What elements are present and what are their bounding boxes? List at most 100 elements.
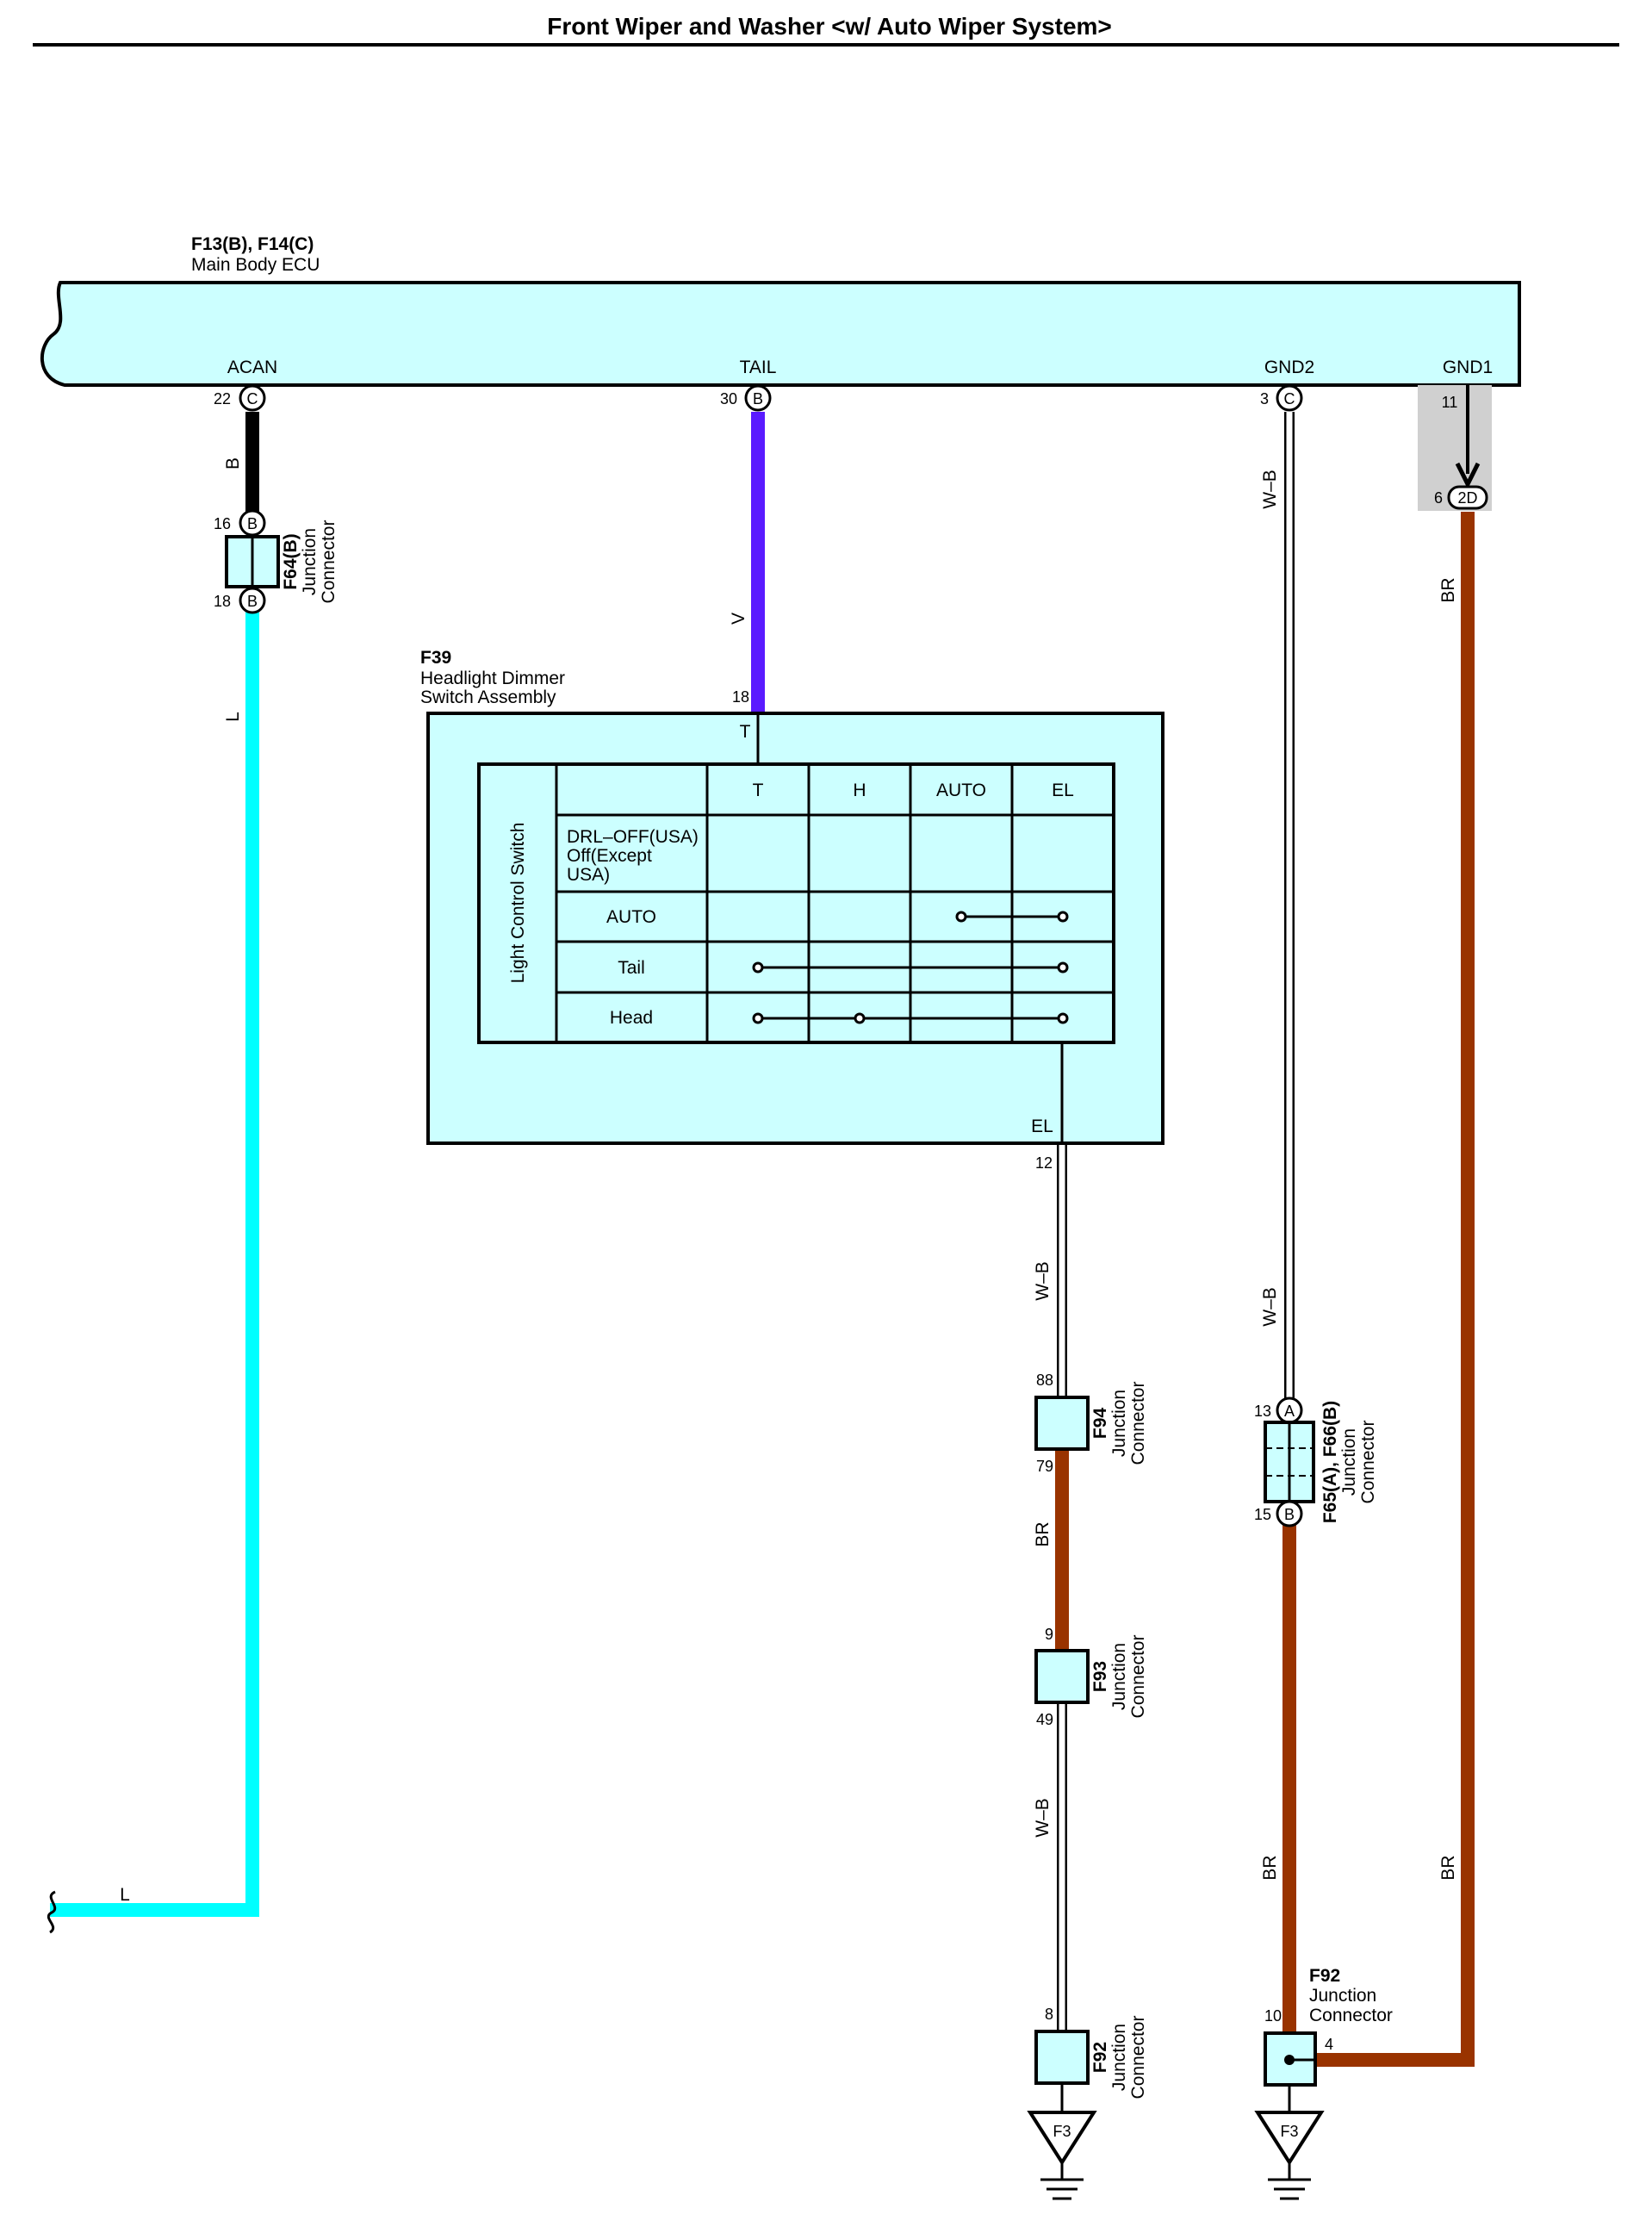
f93-pin-top: 9 (1045, 1626, 1053, 1643)
f92-left-line1: Junction (1109, 2024, 1129, 2091)
ecu-body (40, 281, 1521, 387)
wire-label-wb-el: W–B (1033, 1261, 1053, 1301)
continuity-auto-node-el (1057, 911, 1069, 923)
row-label-off-3: USA) (567, 865, 610, 885)
f92-left-label-group: F92 Junction Connector (1090, 2016, 1148, 2099)
wire-label-b: B (223, 457, 243, 470)
ecu-name: Main Body ECU (191, 255, 320, 275)
wire-label-wb-gnd2: W–B (1260, 470, 1280, 509)
f93-ref: F93 (1090, 1661, 1110, 1692)
f64-pin-top-conn: B (247, 515, 258, 532)
f65-ref: F65(A), F66(B) (1320, 1401, 1340, 1523)
f92-right-line1: Junction (1309, 1986, 1376, 2006)
f94-pin-bottom: 79 (1036, 1458, 1053, 1475)
f65-pin-top-conn: A (1284, 1403, 1295, 1420)
row-label-off-2: Off(Except (567, 846, 652, 866)
f65-line2: Connector (1358, 1421, 1378, 1504)
f94-pin-top: 88 (1036, 1372, 1053, 1389)
f39-pin-out: 12 (1035, 1154, 1053, 1172)
switch-table-frame (477, 762, 1115, 1044)
ground-right-triangle (1254, 2111, 1325, 2166)
wire-label-br-gnd1-top: BR (1438, 577, 1458, 602)
ecu-term-tail: TAIL (740, 358, 777, 377)
wire-label-br-gnd1-bottom: BR (1438, 1855, 1458, 1880)
f39-term-in: T (740, 722, 751, 742)
f94-label-group: F94 Junction Connector (1090, 1382, 1148, 1465)
f64-pin-bottom-number: 18 (214, 593, 231, 610)
f94-line1: Junction (1109, 1390, 1129, 1457)
f39-name2: Switch Assembly (420, 687, 556, 707)
f64-label-group: F64(B) Junction Connector (281, 520, 338, 604)
f94-body (1034, 1396, 1090, 1451)
f92-left-line2: Connector (1128, 2016, 1148, 2099)
continuity-head-node-h (854, 1012, 866, 1024)
wire-label-l-vertical: L (223, 712, 243, 722)
ground-left-triangle (1027, 2111, 1097, 2166)
f64-line2: Connector (319, 520, 338, 604)
f93-body (1034, 1649, 1090, 1704)
f92-right-line2: Connector (1309, 2006, 1393, 2025)
col-header-h: H (853, 781, 866, 800)
continuity-auto-node-auto (955, 911, 967, 923)
ecu-ref: F13(B), F14(C) (191, 234, 314, 254)
f65-pin-bottom-number: 15 (1254, 1506, 1271, 1523)
continuity-tail-node-t (752, 961, 764, 974)
ecu-term-acan: ACAN (227, 358, 277, 377)
wire-label-wb-f93: W–B (1033, 1798, 1053, 1838)
gnd1-pin-conn: 2D (1457, 489, 1477, 507)
f64-pin-bottom-conn: B (247, 593, 258, 610)
ecu-term-gnd2: GND2 (1264, 358, 1314, 377)
wire-label-wb-f65: W–B (1260, 1287, 1280, 1327)
f65-line1: Junction (1339, 1428, 1359, 1496)
f65-label-group: F65(A), F66(B) Junction Connector (1320, 1401, 1378, 1523)
pin-tail-circle (744, 384, 772, 412)
continuity-tail-node-el (1057, 961, 1069, 974)
col-header-auto: AUTO (936, 781, 986, 800)
pin-acan-conn: C (247, 390, 258, 407)
gnd1-arrow-head (1455, 462, 1481, 489)
row-label-tail: Tail (618, 958, 645, 978)
pin-gnd2-conn: C (1284, 390, 1295, 407)
wire-l-break (47, 1890, 57, 1934)
wire-label-br-f65: BR (1260, 1855, 1280, 1880)
f92-right-pin-left: 10 (1264, 2007, 1282, 2025)
gnd1-dest-pin: 6 (1434, 489, 1443, 507)
f93-pin-bottom: 49 (1036, 1711, 1053, 1728)
continuity-head-node-t (752, 1012, 764, 1024)
wire-label-v: V (729, 613, 748, 625)
pin-tail-number: 30 (720, 390, 737, 407)
f65-pin-bottom (1276, 1500, 1303, 1527)
pin-acan-number: 22 (214, 390, 231, 407)
f64-line1: Junction (300, 528, 320, 595)
row-label-off-1: DRL–OFF(USA) (567, 827, 699, 847)
f39-pin-in: 18 (732, 688, 749, 706)
f93-label-group: F93 Junction Connector (1090, 1635, 1148, 1719)
switch-name: Light Control Switch (508, 823, 528, 984)
f65-pin-top-number: 13 (1254, 1403, 1271, 1420)
row-label-head: Head (610, 1008, 653, 1028)
pin-gnd2-number: 3 (1260, 390, 1269, 407)
f92-left-pin-top: 8 (1045, 2006, 1053, 2023)
f92-left-body (1034, 2030, 1090, 2085)
f92-right-pin-right: 4 (1325, 2036, 1333, 2053)
ground-left-label: F3 (1053, 2123, 1071, 2140)
f65-pin-bottom-conn: B (1284, 1506, 1295, 1523)
pin-gnd2-circle (1276, 384, 1303, 412)
f94-ref: F94 (1090, 1408, 1110, 1440)
ecu-term-gnd1: GND1 (1443, 358, 1493, 377)
col-header-t: T (753, 781, 764, 800)
f64-pin-top-number: 16 (214, 515, 231, 532)
ground-right-label: F3 (1280, 2123, 1298, 2140)
diagram-title: Front Wiper and Washer <w/ Auto Wiper Sy… (547, 13, 1112, 40)
col-header-el: EL (1052, 781, 1074, 800)
wire-label-l-horizontal: L (120, 1885, 130, 1905)
f92-left-ref: F92 (1090, 2042, 1110, 2073)
f64-ref: F64(B) (281, 533, 301, 589)
f93-line2: Connector (1128, 1635, 1148, 1719)
f93-line1: Junction (1109, 1643, 1129, 1710)
row-label-auto: AUTO (606, 907, 656, 927)
f39-body (426, 712, 1164, 1145)
f64-pin-bottom (239, 587, 266, 614)
